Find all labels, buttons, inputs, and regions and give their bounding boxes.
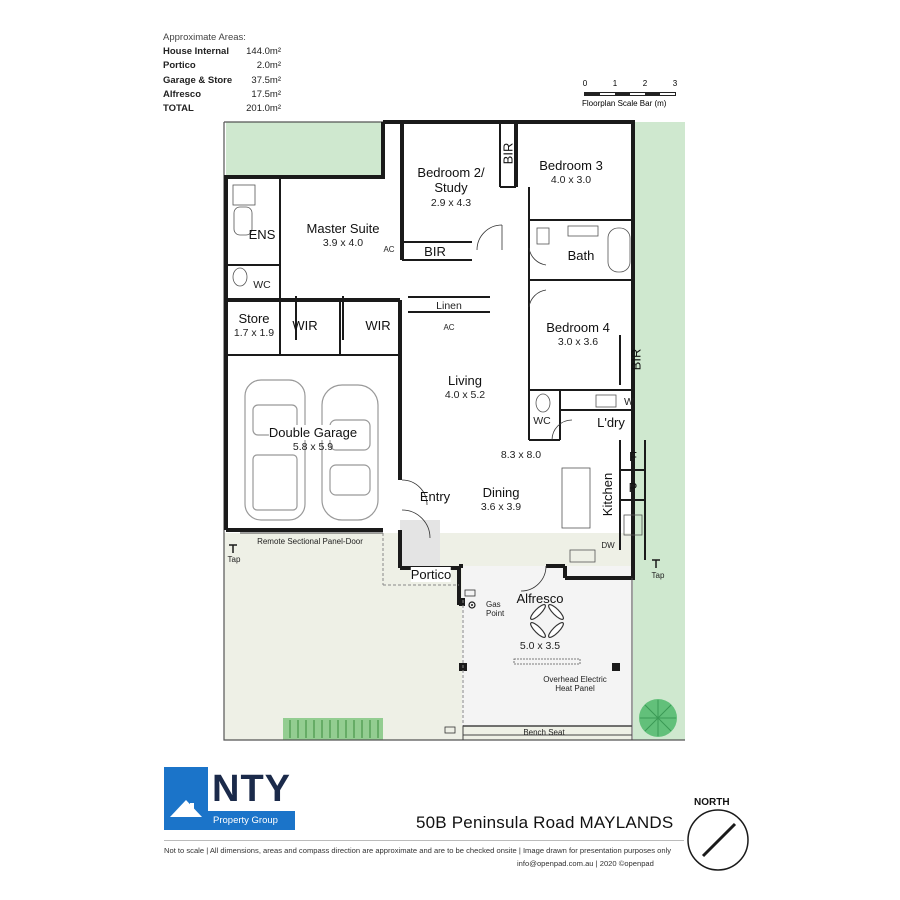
living-label: Living [448, 373, 482, 388]
dining-label: Dining [482, 485, 520, 500]
store-label: Store [238, 311, 270, 326]
area-row: TOTAL 201.0m² [163, 102, 281, 116]
alfresco-label: Alfresco [516, 591, 564, 606]
contact-text: info@openpad.com.au | 2020 ©openpad [517, 859, 654, 868]
scale-tick: 1 [612, 79, 618, 88]
bedroom4-dims: 3.0 x 3.6 [557, 336, 599, 348]
alfresco-dims: 5.0 x 3.5 [519, 640, 561, 652]
bedroom2-label: Bedroom 2/Study [417, 165, 485, 195]
house-logo-icon [170, 800, 202, 817]
tap-label-right: Tap [651, 571, 665, 580]
bedroom3-label: Bedroom 3 [539, 158, 603, 173]
bir-label-bedroom4: BIR [628, 348, 644, 371]
area-value: 201.0m² [246, 103, 281, 115]
living-dims: 4.0 x 5.2 [444, 389, 486, 401]
area-value: 37.5m² [251, 74, 281, 86]
ac-label-master: AC [383, 245, 395, 254]
dishwasher-label: DW [601, 541, 615, 550]
scale-bar: 0 1 2 3 Floorplan Scale Bar (m) [582, 79, 682, 108]
portico-step [400, 520, 440, 568]
bir-label-bedroom2: BIR [424, 244, 446, 259]
areas-table: Approximate Areas: House Internal 144.0m²… [163, 31, 281, 116]
overall-dims: 8.3 x 8.0 [500, 449, 542, 461]
ensuite-label: ENS [248, 227, 276, 242]
kitchen-label: Kitchen [600, 472, 616, 517]
area-label: Alfresco [163, 88, 202, 100]
scale-tick: 2 [642, 79, 648, 88]
bedroom4-label: Bedroom 4 [546, 320, 610, 335]
entry-label: Entry [419, 489, 451, 504]
store-dims: 1.7 x 1.9 [233, 327, 275, 339]
heat-panel [513, 658, 581, 665]
area-value: 144.0m² [246, 46, 281, 58]
planter [283, 718, 383, 740]
garage-label: Double Garage [268, 425, 358, 440]
gas-point-label: Gas Point [486, 600, 505, 618]
area-row: Alfresco 17.5m² [163, 88, 281, 102]
footer-divider [164, 840, 684, 841]
washer-label: W [624, 396, 634, 408]
master-suite-dims: 3.9 x 4.0 [322, 237, 364, 249]
dining-dims: 3.6 x 3.9 [480, 501, 522, 513]
area-label: Portico [163, 60, 196, 72]
portico-label: Portico [410, 567, 452, 582]
brand-name: NTY [212, 768, 291, 810]
scale-tick: 3 [672, 79, 678, 88]
fridge-label: F [629, 449, 637, 464]
disclaimer-text: Not to scale | All dimensions, areas and… [164, 846, 672, 855]
bedroom3-dims: 4.0 x 3.0 [550, 174, 592, 186]
bath-label: Bath [567, 248, 595, 263]
bench-seat-label: Bench Seat [523, 728, 565, 737]
scale-bar-graphic [584, 92, 676, 96]
master-suite-label: Master Suite [306, 221, 380, 236]
wir-label-1: WIR [292, 318, 318, 333]
side-garden [633, 122, 685, 740]
ceiling-fan [530, 604, 564, 638]
tap-label-left: Tap [227, 555, 241, 564]
wc-label-ensuite: WC [253, 279, 271, 291]
pantry-label: P [628, 480, 638, 495]
area-row: Garage & Store 37.5m² [163, 74, 281, 88]
wir-label-2: WIR [365, 318, 391, 333]
heat-panel-label: Overhead Electric Heat Panel [543, 675, 607, 693]
brand-logo: NTY Property Group [164, 767, 295, 830]
alfresco-paving [462, 566, 632, 726]
areas-title: Approximate Areas: [163, 32, 246, 43]
scale-tick: 0 [582, 79, 588, 88]
wc-label-laundry: WC [533, 415, 551, 427]
area-row: Portico 2.0m² [163, 59, 281, 73]
front-garden [226, 122, 383, 177]
bir-label-bedroom3: BIR [500, 142, 516, 165]
garage-door-label: Remote Sectional Panel-Door [257, 537, 363, 546]
area-label: House Internal [163, 46, 229, 58]
north-compass [687, 809, 749, 871]
bedroom2-dims: 2.9 x 4.3 [430, 197, 472, 209]
north-label: NORTH [694, 797, 730, 808]
scale-bar-label: Floorplan Scale Bar (m) [582, 99, 667, 108]
area-value: 2.0m² [256, 60, 281, 72]
laundry-label: L'dry [597, 415, 625, 430]
area-label: TOTAL [163, 103, 194, 115]
area-label: Garage & Store [163, 74, 233, 86]
brand-subtitle: Property Group [208, 811, 295, 830]
ac-label-living: AC [443, 323, 455, 332]
area-row: House Internal 144.0m² [163, 45, 281, 59]
garage-dims: 5.8 x 5.9 [292, 441, 334, 453]
property-address: 50B Peninsula Road MAYLANDS [416, 813, 674, 832]
linen-label: Linen [436, 300, 462, 312]
area-value: 17.5m² [251, 88, 281, 100]
